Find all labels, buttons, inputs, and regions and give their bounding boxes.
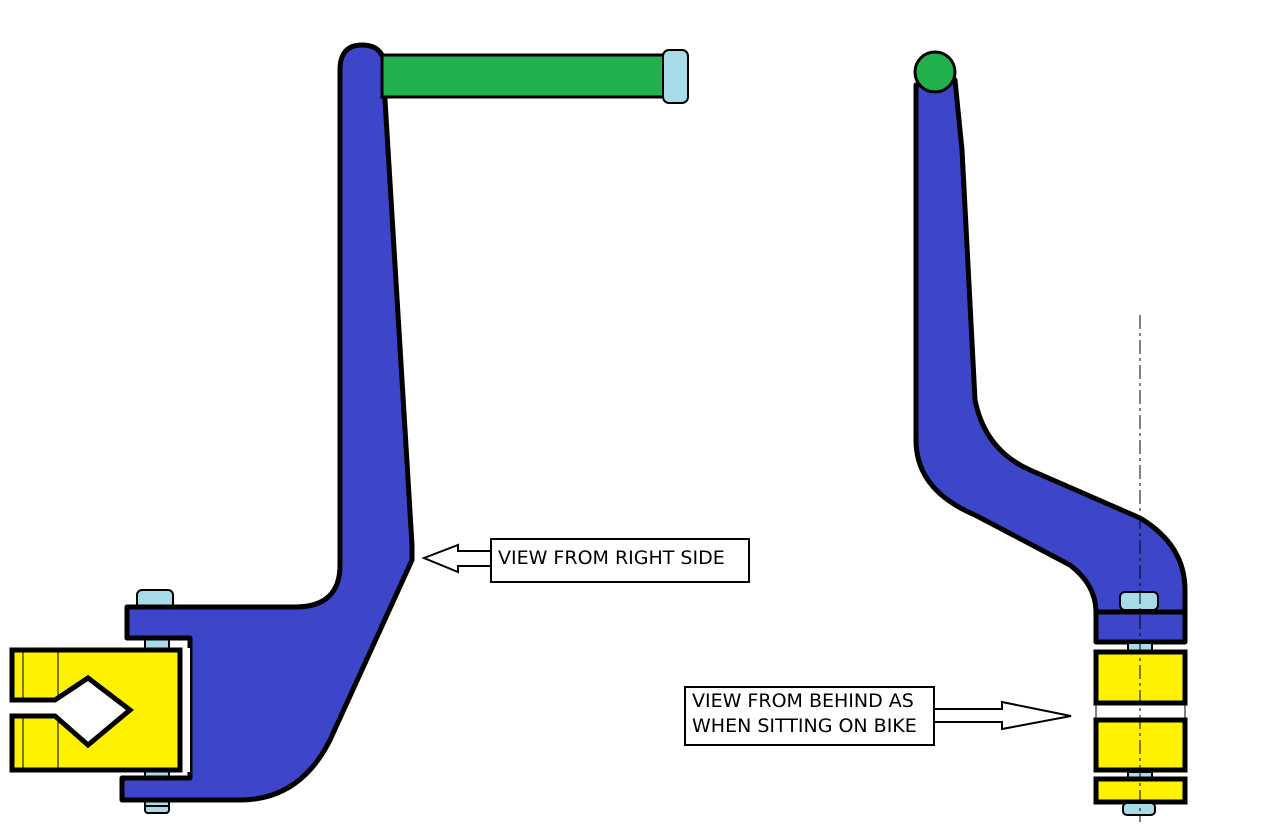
lever-arm (119, 42, 415, 803)
green-peg (380, 53, 667, 99)
arrow-left-icon (421, 543, 493, 574)
arrow-right-icon (933, 700, 1072, 731)
label-text-line2: WHEN SITTING ON BIKE (692, 715, 917, 737)
label-text-line1: VIEW FROM BEHIND AS (692, 690, 914, 712)
lever-arm-rear (913, 77, 1188, 615)
yellow-clamp-block (9, 647, 183, 773)
rear-view-lever (913, 50, 1188, 822)
side-view-lever (9, 42, 689, 814)
clamp-gap (180, 648, 190, 772)
label-text: VIEW FROM RIGHT SIDE (498, 547, 725, 569)
label-view-from-behind: VIEW FROM BEHIND AS WHEN SITTING ON BIKE (684, 686, 935, 746)
rear-top-bolt (1119, 591, 1159, 611)
peg-cap (662, 49, 689, 104)
green-peg-end (913, 50, 957, 94)
label-view-right-side: VIEW FROM RIGHT SIDE (490, 538, 750, 583)
rear-bottom-bolt (1122, 802, 1156, 816)
